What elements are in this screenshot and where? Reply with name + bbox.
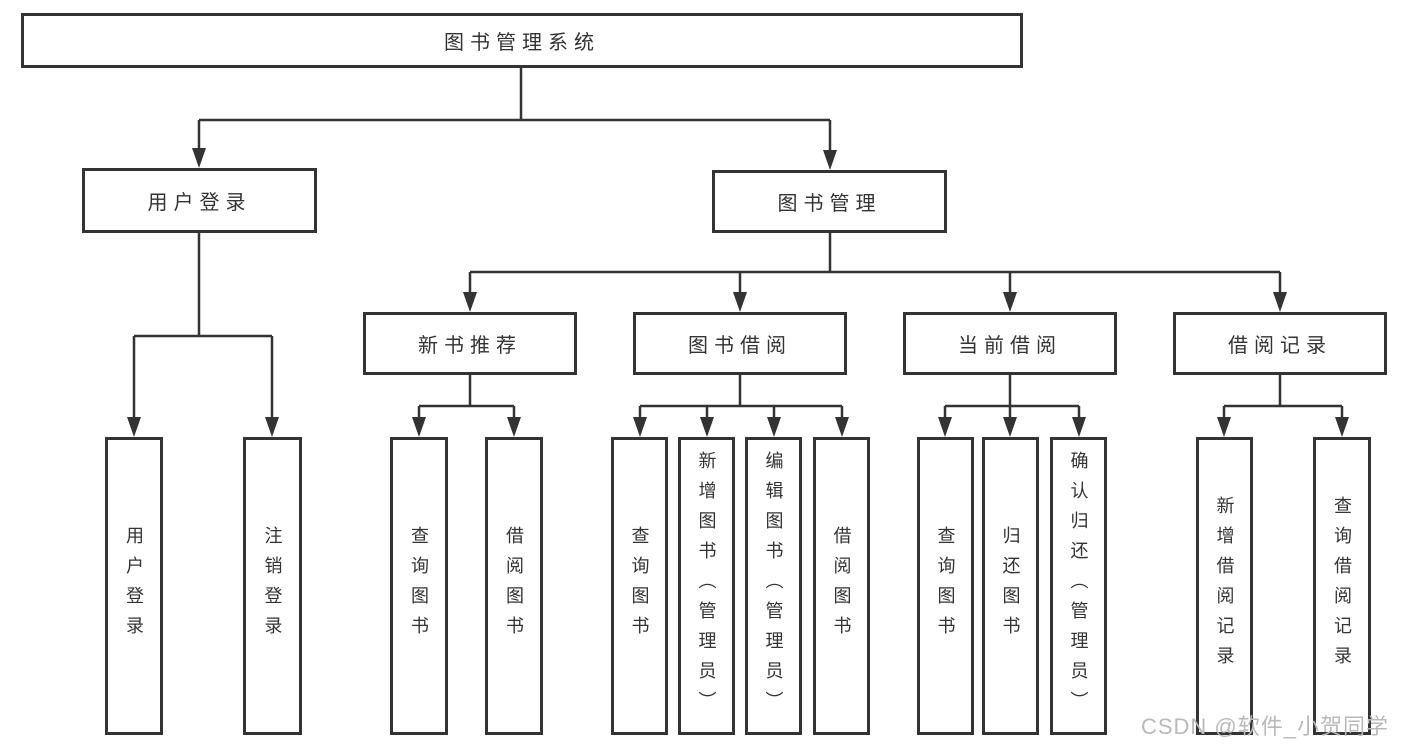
leaf-add-borrow-record: 新增借阅记录 <box>1196 437 1253 735</box>
leaf-add-borrow-record-label: 新增借阅记录 <box>1214 496 1235 676</box>
leaf-add-books-admin-label: 新增图书（管理员） <box>696 451 717 721</box>
leaf-confirm-return-admin: 确认归还（管理员） <box>1050 437 1107 735</box>
connector-book-borrow-to-leaves <box>638 375 844 421</box>
connector-new-book-recommend-to-leaves <box>417 375 516 421</box>
node-book-borrow: 图书借阅 <box>633 312 847 375</box>
connector-book-mgmt-to-level3 <box>468 233 1282 296</box>
leaf-query-books-borrow-label: 查询图书 <box>629 526 650 646</box>
leaf-borrow-books-recommend-label: 借阅图书 <box>504 526 524 646</box>
leaf-add-books-admin: 新增图书（管理员） <box>678 437 735 735</box>
leaf-query-books-recommend-label: 查询图书 <box>409 526 429 646</box>
leaf-query-borrow-record: 查询借阅记录 <box>1313 437 1371 735</box>
node-current-borrow: 当前借阅 <box>903 312 1117 375</box>
leaf-borrow-books: 借阅图书 <box>813 437 870 735</box>
node-user-login: 用户登录 <box>82 168 317 233</box>
node-book-borrow-label: 图书借阅 <box>688 335 792 357</box>
node-borrow-records-label: 借阅记录 <box>1228 335 1332 357</box>
root-node-label: 图书管理系统 <box>444 32 600 54</box>
connector-current-borrow-to-leaves <box>943 375 1081 421</box>
leaf-return-books-label: 归还图书 <box>1000 526 1021 646</box>
node-user-login-label: 用户登录 <box>147 192 252 214</box>
root-node: 图书管理系统 <box>21 13 1023 68</box>
leaf-return-books: 归还图书 <box>982 437 1039 735</box>
leaf-query-books-recommend: 查询图书 <box>390 437 448 735</box>
node-new-book-recommend-label: 新书推荐 <box>418 335 522 357</box>
node-borrow-records: 借阅记录 <box>1173 312 1387 375</box>
leaf-confirm-return-admin-label: 确认归还（管理员） <box>1068 451 1089 721</box>
node-new-book-recommend: 新书推荐 <box>363 312 577 375</box>
node-book-management-label: 图书管理 <box>777 193 882 215</box>
connector-borrow-records-to-leaves <box>1222 375 1344 421</box>
leaf-edit-books-admin: 编辑图书（管理员） <box>745 437 802 735</box>
connector-user-login-to-leaves <box>132 233 274 421</box>
leaf-borrow-books-recommend: 借阅图书 <box>485 437 543 735</box>
leaf-user-login-label: 用户登录 <box>124 526 144 646</box>
leaf-logout: 注销登录 <box>243 437 302 735</box>
leaf-borrow-books-label: 借阅图书 <box>831 526 852 646</box>
leaf-query-books-borrow: 查询图书 <box>611 437 668 735</box>
leaf-query-books-current: 查询图书 <box>917 437 974 735</box>
node-current-borrow-label: 当前借阅 <box>958 335 1062 357</box>
node-book-management: 图书管理 <box>712 170 947 233</box>
leaf-query-books-current-label: 查询图书 <box>935 526 956 646</box>
leaf-edit-books-admin-label: 编辑图书（管理员） <box>763 451 784 721</box>
connector-root-to-level2 <box>197 68 832 154</box>
leaf-logout-label: 注销登录 <box>262 526 283 646</box>
csdn-watermark: CSDN @软件_小贺同学 <box>1140 714 1389 739</box>
leaf-query-borrow-record-label: 查询借阅记录 <box>1332 496 1352 676</box>
leaf-user-login: 用户登录 <box>105 437 163 735</box>
